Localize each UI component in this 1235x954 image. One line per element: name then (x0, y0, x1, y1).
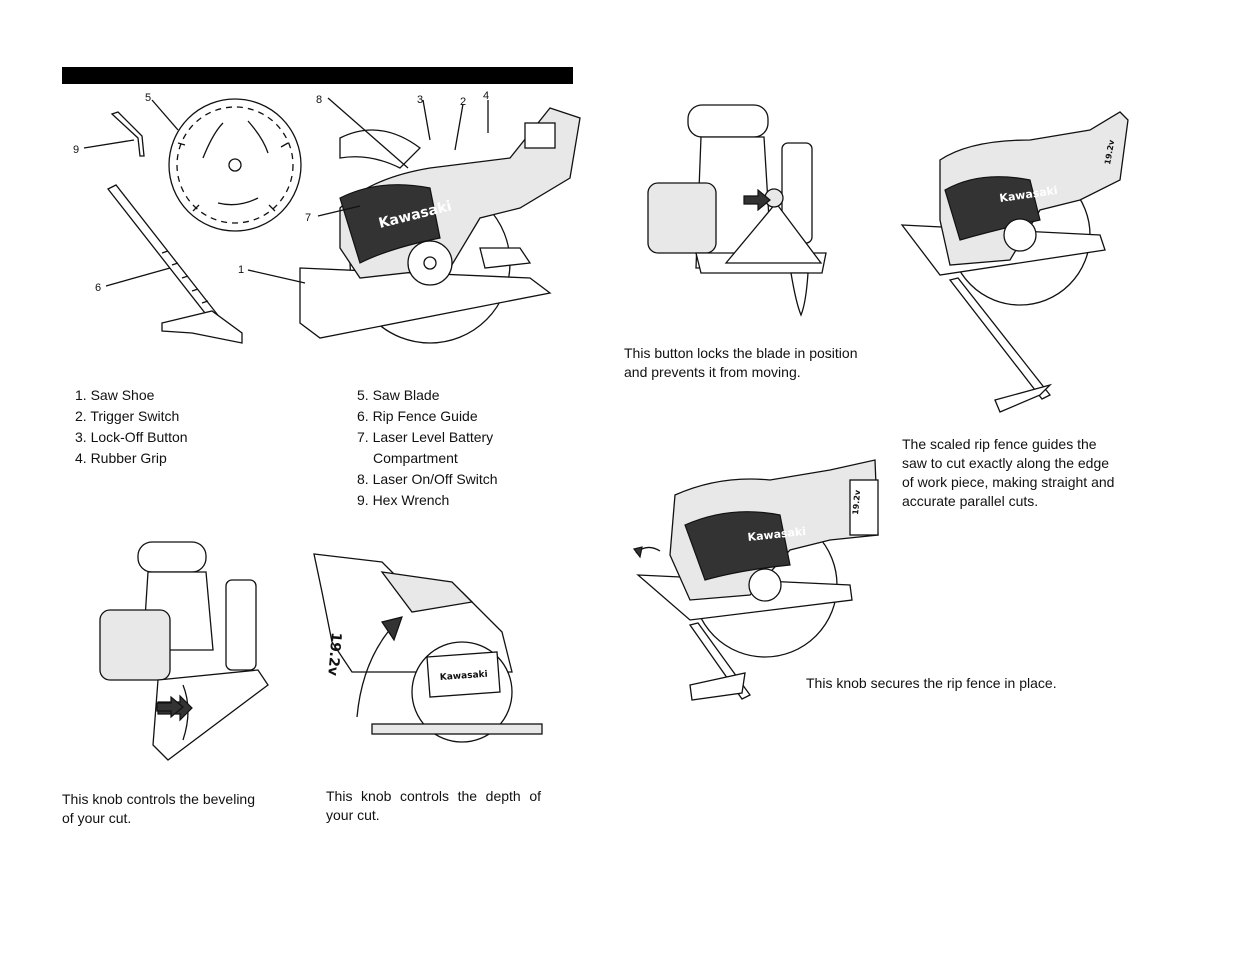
list-item: 7. Laser Level Battery (357, 429, 494, 445)
callout-9: 9 (73, 144, 80, 156)
list-item: 8. Laser On/Off Switch (357, 471, 498, 487)
parts-list-right: 5. Saw Blade 6. Rip Fence Guide 7. Laser… (357, 385, 498, 511)
depth-knob-caption: This knob controls the depth of your cut… (326, 788, 541, 823)
bevel-knob-caption: This knob controls the beveling of your … (62, 791, 255, 826)
depth-knob-illustration: Kawasaki 19.2v (313, 553, 543, 743)
svg-text:19.2v: 19.2v (324, 632, 344, 677)
callout-5: 5 (145, 92, 152, 104)
list-item: 2. Trigger Switch (75, 408, 180, 424)
list-item: 6. Rip Fence Guide (357, 408, 478, 424)
rotate-arrow-icon (632, 546, 661, 559)
arrow-icon (156, 695, 184, 719)
saw-blade-icon (168, 98, 302, 232)
list-item: 9. Hex Wrench (357, 492, 450, 508)
svg-text:Kawasaki: Kawasaki (440, 670, 489, 683)
svg-text:19.2v: 19.2v (851, 489, 862, 515)
lock-button-caption: This button locks the blade in position … (624, 345, 858, 380)
parts-list-left: 1. Saw Shoe 2. Trigger Switch 3. Lock-Of… (75, 385, 188, 469)
list-item: 3. Lock-Off Button (75, 429, 188, 445)
callout-1: 1 (238, 264, 245, 276)
callout-7: 7 (305, 212, 312, 224)
callout-leader-lines (83, 97, 489, 287)
parts-illustration: Kawasaki (60, 88, 581, 358)
list-item: 5. Saw Blade (357, 387, 440, 403)
callout-3: 3 (417, 94, 424, 106)
callout-6: 6 (95, 282, 102, 294)
callout-8: 8 (316, 94, 323, 106)
rip-fence-guide-illustration: Kawasaki 19.2v (900, 111, 1129, 413)
list-item: 4. Rubber Grip (75, 450, 167, 466)
arrow-icon (743, 188, 771, 212)
list-item: 1. Saw Shoe (75, 387, 155, 403)
rip-fence-icon (106, 184, 243, 344)
section-header-bar (62, 67, 573, 84)
rip-fence-knob-illustration: Kawasaki 19.2v (636, 459, 879, 701)
hex-wrench-icon (110, 111, 145, 157)
svg-text:19.2v: 19.2v (1103, 138, 1116, 165)
svg-text:Kawasaki: Kawasaki (747, 525, 807, 544)
rip-fence-guide-caption: The scaled rip fence guides the saw to c… (902, 436, 1115, 509)
callout-4: 4 (483, 90, 490, 102)
rip-fence-knob-caption: This knob secures the rip fence in place… (806, 675, 1057, 691)
bevel-knob-illustration (99, 541, 269, 761)
callout-2: 2 (460, 96, 467, 108)
list-item: Compartment (373, 450, 458, 466)
lock-button-illustration (647, 104, 827, 317)
circular-saw-icon: Kawasaki (299, 107, 581, 344)
